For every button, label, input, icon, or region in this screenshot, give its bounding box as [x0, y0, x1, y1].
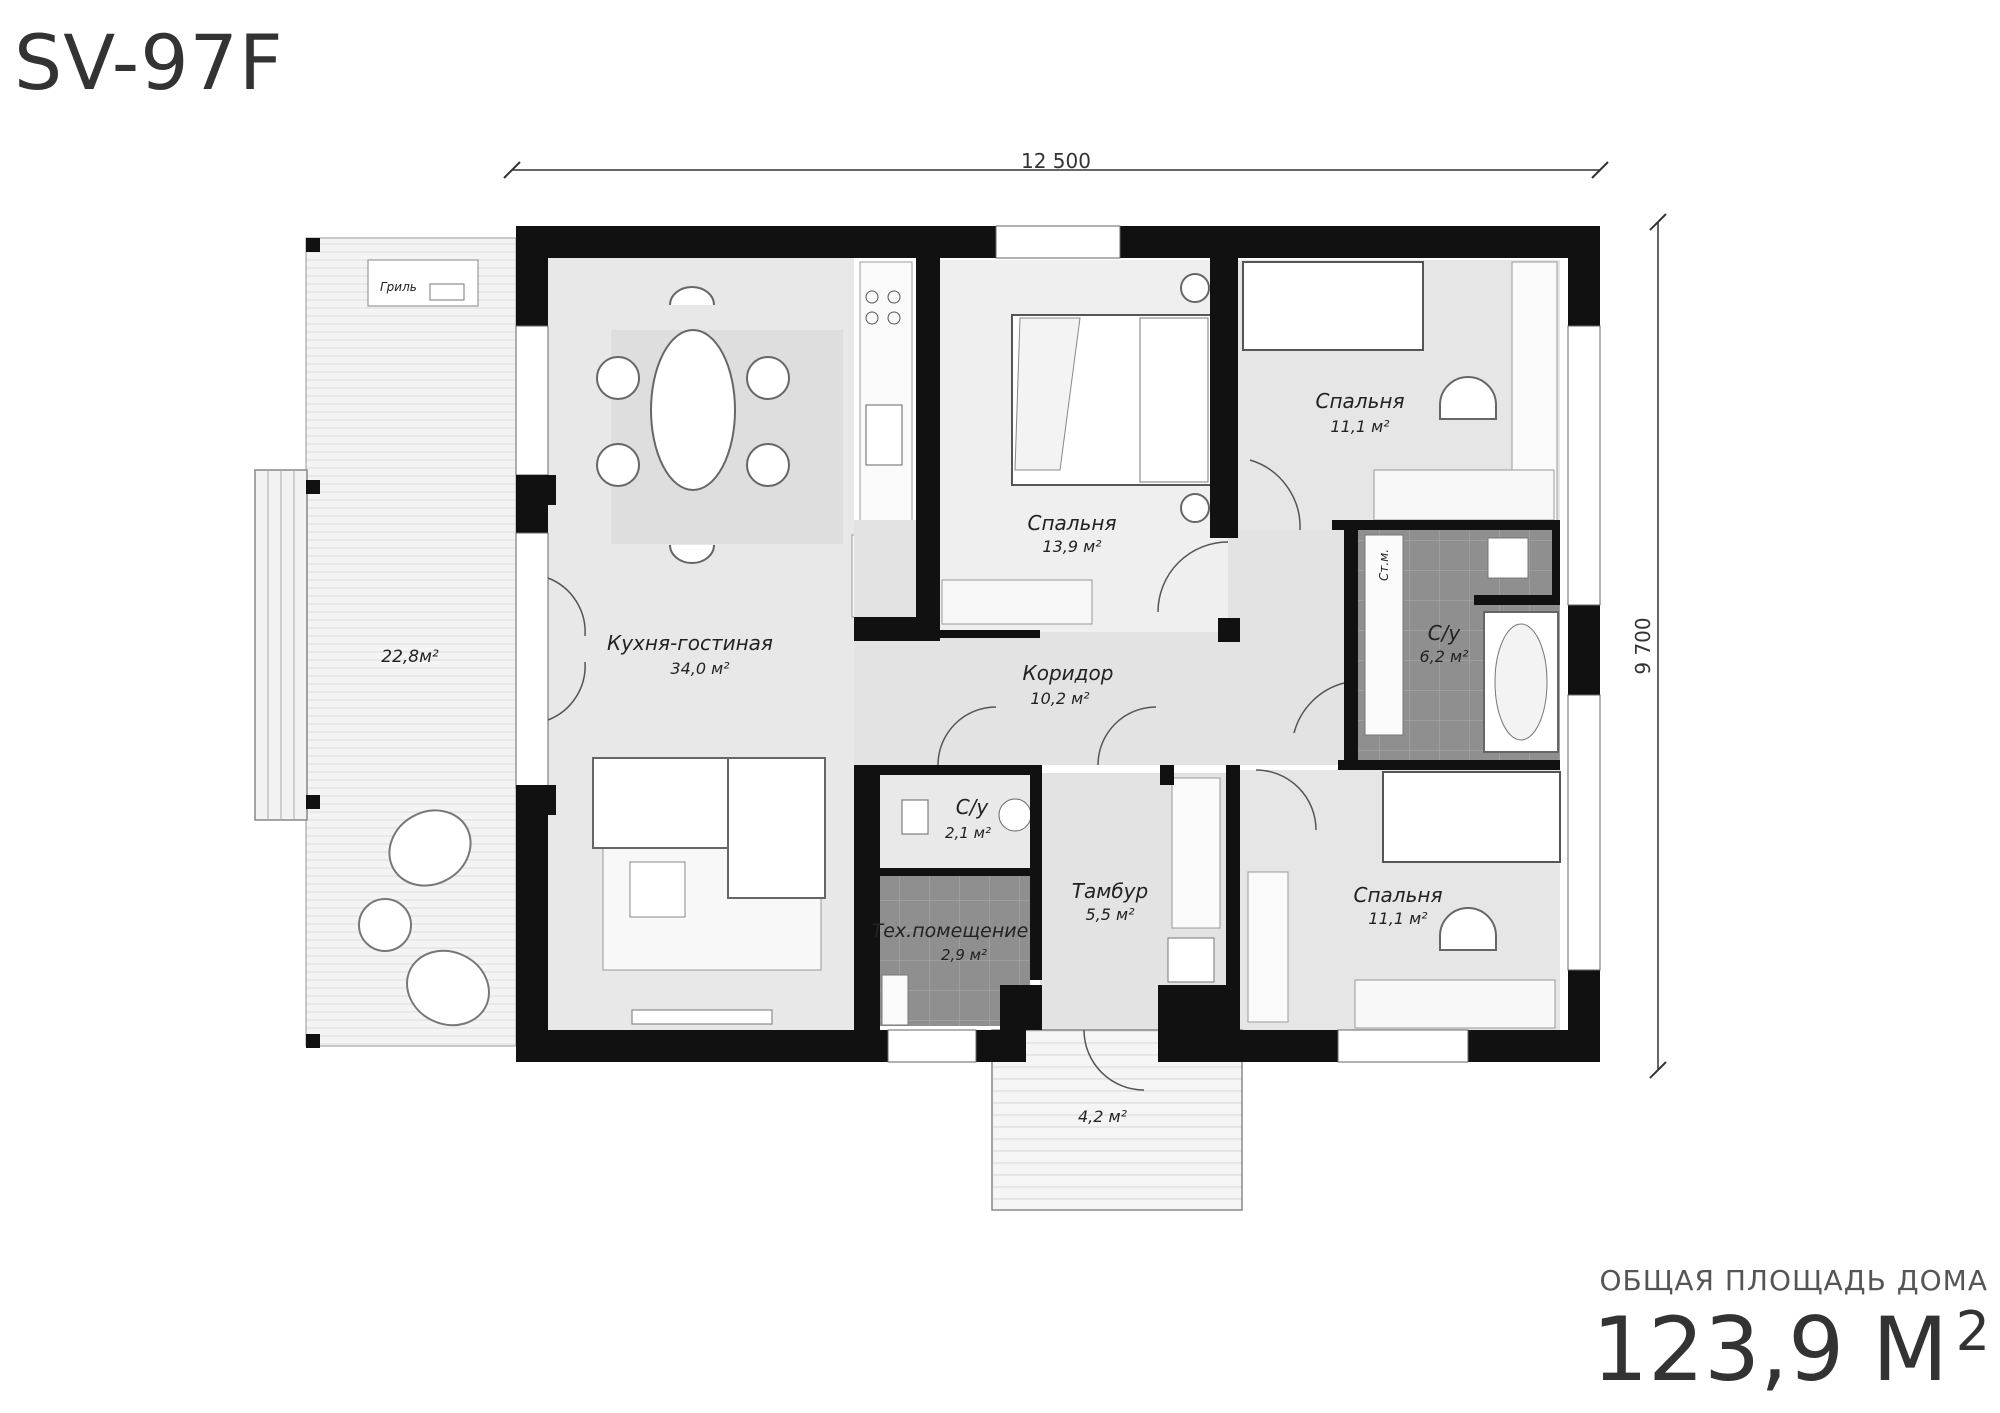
dimension-height: 9 700: [1631, 213, 1667, 1079]
door-swings: [547, 459, 1345, 1091]
terrace-furniture: [358, 809, 490, 1027]
total-area-unit: 2: [1955, 1300, 1990, 1363]
corridor-name: Коридор: [1023, 661, 1114, 685]
terrace-area: 22,8м²: [381, 647, 439, 667]
bedroom-1-name: Спальня: [1028, 511, 1117, 535]
room-labels: Кухня-гостиная 34,0 м² Спальня 13,9 м² С…: [607, 389, 1469, 964]
bathroom-main-name: С/у: [1428, 621, 1462, 645]
washer-label: Ст.м.: [1377, 549, 1391, 581]
kitchen-name: Кухня-гостиная: [607, 631, 773, 655]
terrace: Гриль 22,8м²: [254, 237, 517, 1048]
kitchen-area: 34,0 м²: [670, 659, 730, 678]
bedroom-3-name: Спальня: [1354, 883, 1443, 907]
grill: Гриль: [367, 259, 479, 307]
bedroom-2-area: 11,1 м²: [1330, 417, 1390, 436]
bathroom-main-area: 6,2 м²: [1419, 647, 1469, 666]
dimension-width-label: 12 500: [1021, 149, 1091, 173]
bedroom-3-area: 11,1 м²: [1368, 909, 1428, 928]
dimension-height-label: 9 700: [1631, 617, 1655, 674]
dimension-width: 12 500: [503, 149, 1609, 179]
tech-room-name: Тех.помещение: [872, 920, 1029, 942]
total-area-value: 123,9 М: [1592, 1298, 1948, 1401]
walls: [516, 226, 1600, 1062]
wall-columns: [516, 475, 556, 815]
total-area-caption: ОБЩАЯ ПЛОЩАДЬ ДОМА: [1599, 1264, 1988, 1297]
tech-room-area: 2,9 м²: [941, 946, 987, 964]
windows: [515, 225, 1601, 1063]
bathroom-small-name: С/у: [956, 795, 990, 819]
porch-area: 4,2 м²: [1078, 1107, 1128, 1126]
grill-label: Гриль: [380, 280, 417, 294]
plan-title: SV-97F: [14, 18, 284, 107]
vestibule-name: Тамбур: [1072, 879, 1148, 903]
bedroom-2-name: Спальня: [1316, 389, 1405, 413]
vestibule-area: 5,5 м²: [1085, 905, 1135, 924]
interior-floors: [548, 258, 1561, 1032]
bathroom-small-area: 2,1 м²: [945, 824, 991, 842]
corridor-area: 10,2 м²: [1030, 689, 1090, 708]
bedroom-1-area: 13,9 м²: [1042, 537, 1102, 556]
